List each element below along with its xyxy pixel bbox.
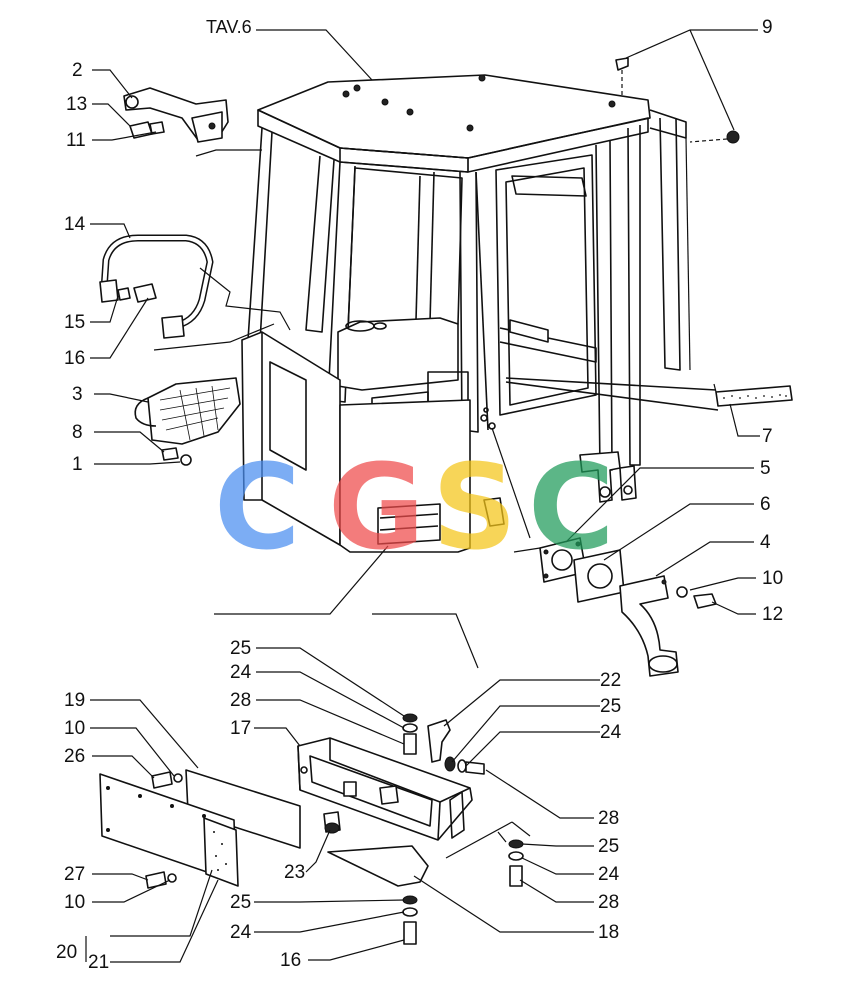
callout-13: 13 [66, 94, 87, 115]
callout-8: 8 [72, 422, 83, 443]
callout-10b: 10 [64, 718, 85, 739]
watermark-letter: C [528, 438, 615, 576]
callout-28a: 28 [230, 690, 251, 711]
part-decal-21 [203, 817, 239, 887]
part-handle-14 [99, 234, 214, 339]
callout-11: 11 [66, 130, 86, 151]
callout-6: 6 [760, 494, 771, 515]
watermark-letter: S [432, 438, 517, 576]
callout-12: 12 [762, 604, 783, 625]
callout-1: 1 [72, 454, 83, 475]
callout-25a: 25 [230, 638, 251, 659]
part-bracket-2 [123, 87, 229, 143]
callout-21: 21 [88, 952, 109, 973]
callout-16a: 16 [64, 348, 85, 369]
callout-3: 3 [72, 384, 83, 405]
callout-24a: 24 [230, 662, 252, 683]
callout-25d: 25 [230, 892, 251, 913]
callout-24b: 24 [600, 722, 622, 743]
fasteners-25-24-28 [402, 713, 524, 945]
callout-16b: 16 [280, 950, 301, 971]
leader-lines [85, 29, 760, 963]
callout-25c: 25 [598, 836, 619, 857]
callout-9: 9 [762, 17, 773, 38]
callout-4: 4 [760, 532, 771, 553]
callout-22: 22 [600, 670, 621, 691]
callout-10a: 10 [762, 568, 783, 589]
callout-10c: 10 [64, 892, 85, 913]
callout-27: 27 [64, 864, 85, 885]
watermark-letter: G [328, 438, 425, 576]
callout-18: 18 [598, 922, 619, 943]
callout-23: 23 [284, 862, 305, 883]
cab-frame [241, 74, 719, 553]
callout-17: 17 [230, 718, 251, 739]
part-bolt-12 [676, 586, 717, 609]
watermark-letter: C [214, 438, 301, 576]
part-bolt-15 [117, 283, 157, 303]
callout-26: 26 [64, 746, 85, 767]
callout-15: 15 [64, 312, 85, 333]
callout-28c: 28 [598, 892, 619, 913]
callout-7: 7 [762, 426, 773, 447]
callout-2: 2 [72, 60, 83, 81]
callout-14: 14 [64, 214, 86, 235]
callout-24d: 24 [230, 922, 252, 943]
callout-25b: 25 [600, 696, 621, 717]
fasteners-26-27-10 [145, 771, 183, 889]
part-bolt-8 [161, 447, 192, 466]
callout-labels: TAV.6 9 2 13 11 14 15 16 3 8 1 7 5 6 4 1… [56, 17, 783, 973]
part-plate-18 [327, 845, 429, 887]
part-screws-9 [615, 57, 740, 144]
part-bar-7 [715, 385, 793, 407]
part-elbow-4 [619, 575, 679, 677]
part-step-3 [134, 377, 241, 445]
callout-28b: 28 [598, 808, 619, 829]
part-bracket-22 [427, 719, 451, 763]
callout-5: 5 [760, 458, 771, 479]
callout-24c: 24 [598, 864, 620, 885]
part-housing-17 [297, 737, 473, 841]
part-knob-23 [323, 811, 341, 834]
drawing-title: TAV.6 [206, 17, 252, 37]
callout-19: 19 [64, 690, 85, 711]
watermark-logo: C G S C [214, 438, 615, 576]
callout-20: 20 [56, 942, 77, 963]
